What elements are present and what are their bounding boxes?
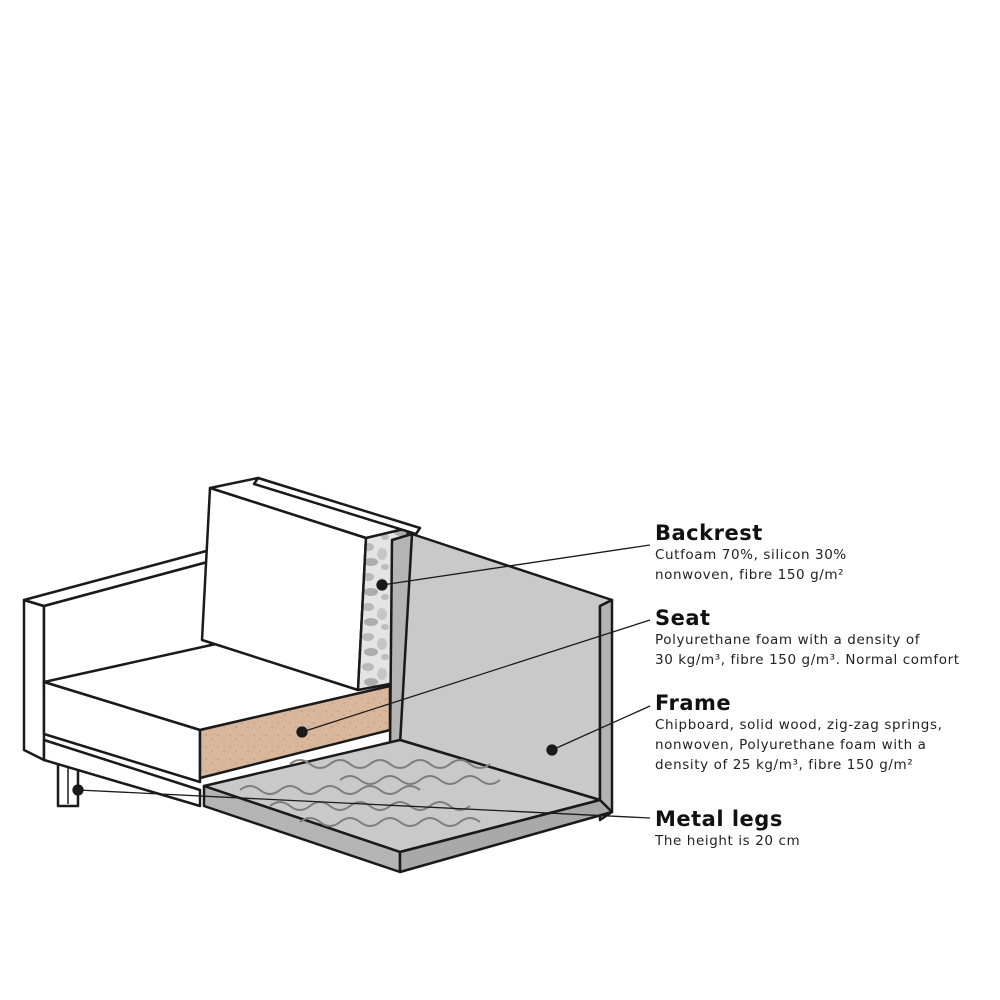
frame-leader xyxy=(551,705,651,751)
legs-desc-line: The height is 20 cm xyxy=(655,833,801,849)
seat-dot xyxy=(296,726,308,738)
backrest-desc-line: Cutfoam 70%, silicon 30% xyxy=(655,547,847,563)
frame-desc-line: nonwoven, Polyurethane foam with a xyxy=(655,737,927,753)
legs-dot xyxy=(72,784,84,796)
legs-label: Metal legs The height is 20 cm xyxy=(655,807,800,851)
backrest-label: Backrest Cutfoam 70%, silicon 30% nonwov… xyxy=(655,521,847,585)
backrest-leader xyxy=(381,544,651,586)
frame-dot xyxy=(546,744,558,756)
frame-desc-line: Chipboard, solid wood, zig-zag springs, xyxy=(655,717,943,733)
backrest-title: Backrest xyxy=(655,521,763,545)
frame-label: Frame Chipboard, solid wood, zig-zag spr… xyxy=(655,691,943,775)
seat-cushion-front xyxy=(42,680,202,784)
back-top-strip xyxy=(252,476,422,536)
backrest-desc-line: nonwoven, fibre 150 g/m² xyxy=(655,567,845,583)
seat-leader xyxy=(301,619,651,733)
seat-desc-line: 30 kg/m³, fibre 150 g/m³. Normal comfort xyxy=(655,652,960,668)
base-front xyxy=(42,738,202,808)
seat-label: Seat Polyurethane foam with a density of… xyxy=(655,606,960,670)
frame-base-side xyxy=(398,798,614,874)
seat-desc-line: Polyurethane foam with a density of xyxy=(655,632,921,648)
frame-desc-line: density of 25 kg/m³, fibre 150 g/m² xyxy=(655,757,914,773)
armrest-side xyxy=(22,598,46,762)
zigzag-springs xyxy=(239,759,501,827)
frame-title: Frame xyxy=(655,691,732,715)
seat-title: Seat xyxy=(655,606,711,630)
legs-leader xyxy=(77,789,651,819)
legs-title: Metal legs xyxy=(655,807,783,831)
backrest-dot xyxy=(376,579,388,591)
